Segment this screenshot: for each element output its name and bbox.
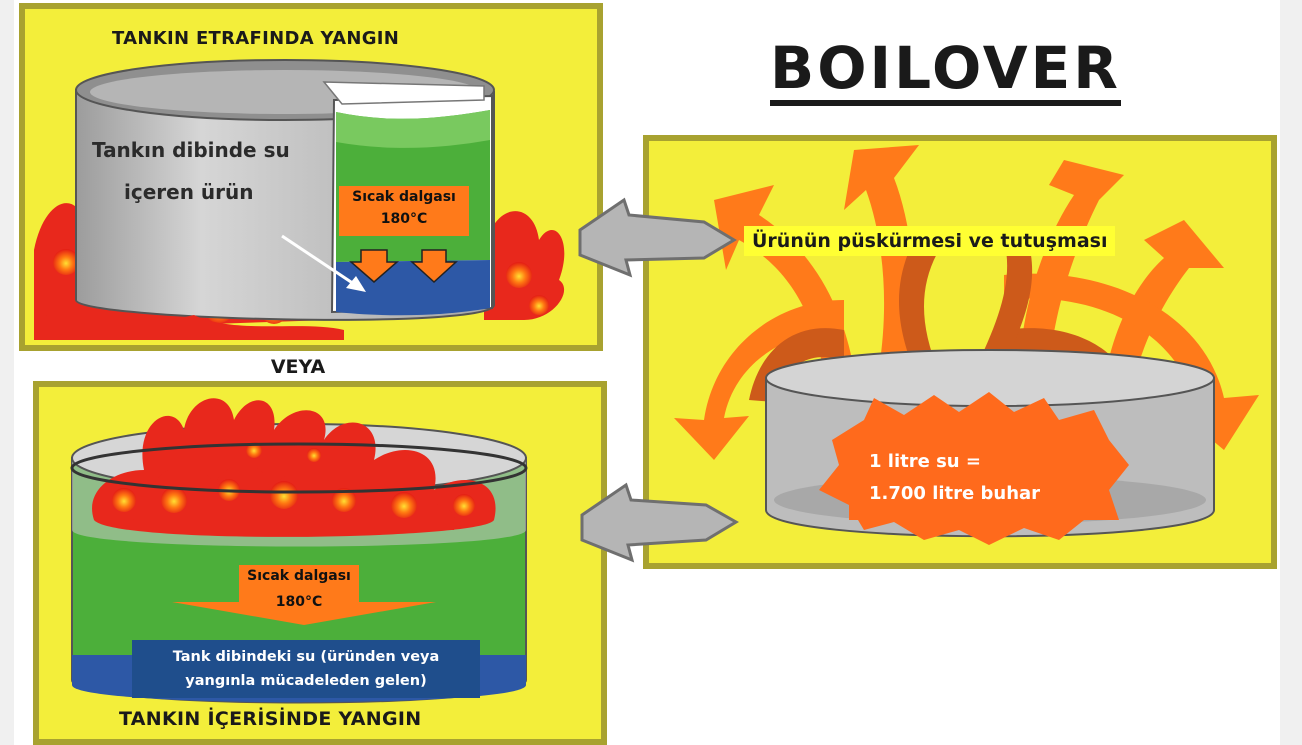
flow-arrows [578, 197, 739, 563]
steam-box: 1 litre su = 1.700 litre buhar [849, 440, 1089, 520]
diagram-graphics [19, 3, 1277, 745]
bottom-left-panel [33, 381, 607, 745]
top-heat-wave-temp: 180°C [380, 211, 428, 227]
steam-line2: 1.700 litre buhar [869, 483, 1041, 504]
boilover-diagram: BOILOVER TANKIN ETRAFINDA YANGIN Tankın … [14, 0, 1280, 745]
bottom-panel-title: TANKIN İÇERİSİNDE YANGIN [119, 708, 422, 730]
main-title: BOILOVER [770, 39, 1121, 106]
tank-top-fire [92, 398, 496, 537]
top-heat-wave-box: Sıcak dalgası 180°C [339, 186, 469, 236]
water-description-line2: yangınla mücadeleden gelen) [185, 673, 427, 689]
top-panel-title: TANKIN ETRAFINDA YANGIN [112, 28, 400, 49]
bottom-heat-wave-box: Sıcak dalgası 180°C [239, 563, 359, 619]
top-left-panel [19, 3, 603, 351]
tank-description-line1: Tankın dibinde su [92, 138, 290, 162]
bottom-heat-wave-temp: 180°C [275, 594, 323, 610]
tank-description-line2: içeren ürün [124, 180, 254, 204]
eruption-label: Ürünün püskürmesi ve tutuşması [744, 226, 1116, 256]
separator-label: VEYA [244, 353, 352, 381]
bottom-heat-wave-label: Sıcak dalgası [247, 568, 351, 584]
water-description-line1: Tank dibindeki su (üründen veya [172, 649, 440, 665]
steam-line1: 1 litre su = [869, 451, 981, 472]
bottom-water-box: Tank dibindeki su (üründen veya yangınla… [132, 640, 480, 698]
top-heat-wave-label: Sıcak dalgası [352, 189, 456, 205]
top-tank [75, 59, 495, 321]
